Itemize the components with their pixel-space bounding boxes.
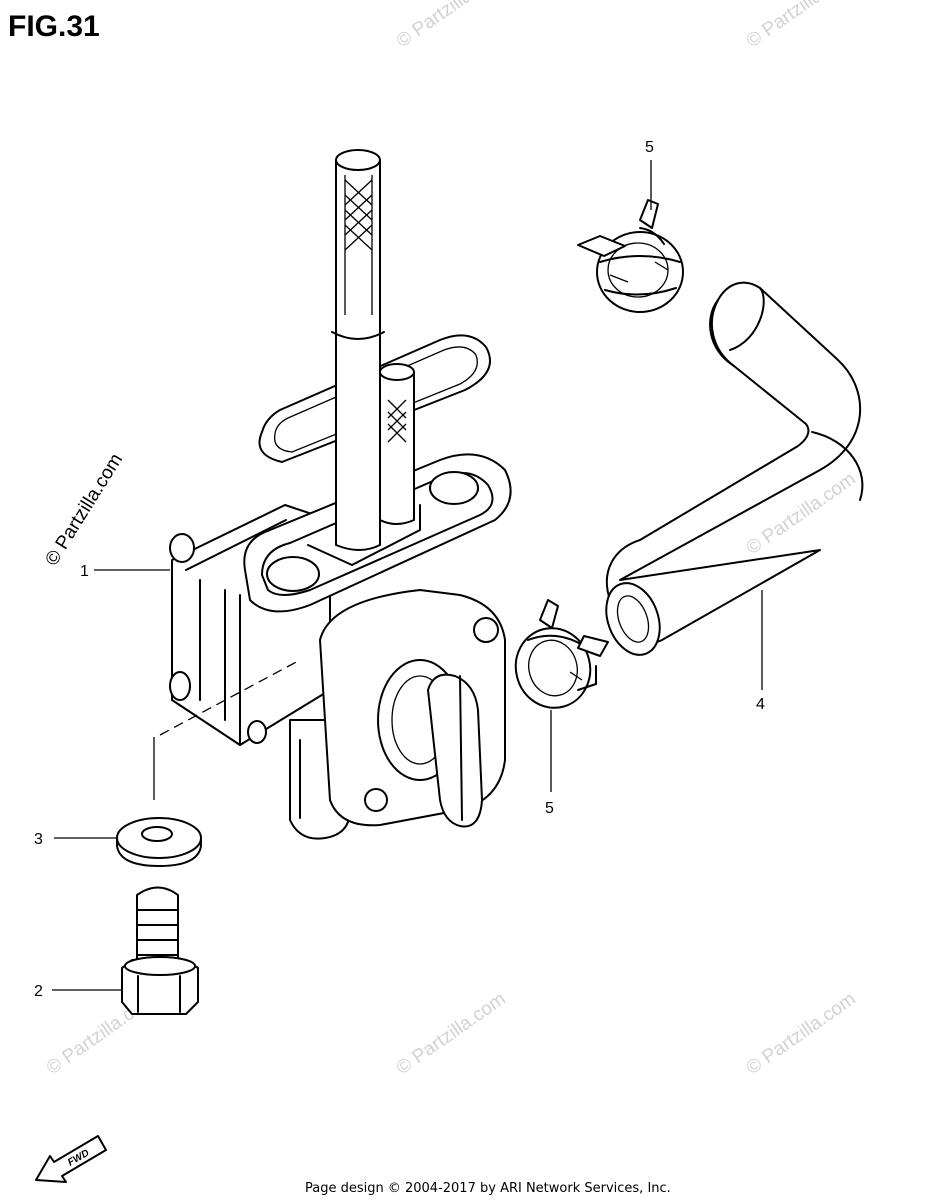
callout-part-1: 1 bbox=[80, 563, 89, 580]
watermark-faint: © Partzilla.com bbox=[743, 0, 860, 52]
clamp-bottom-illustration bbox=[514, 599, 609, 709]
watermark-faint: © Partzilla.com bbox=[743, 988, 860, 1079]
fwd-arrow-icon: FWD bbox=[35, 1135, 107, 1183]
watermark-main: © Partzilla.com bbox=[41, 450, 127, 570]
callout-part-5-top: 5 bbox=[645, 139, 654, 156]
figure-title: FIG.31 bbox=[8, 10, 100, 43]
clamp-top-illustration bbox=[577, 199, 684, 313]
callout-part-3: 3 bbox=[34, 831, 43, 848]
watermark-faint: © Partzilla.com bbox=[393, 0, 510, 52]
callout-part-4: 4 bbox=[756, 696, 765, 713]
leader-lines bbox=[52, 160, 763, 991]
fuel-hose-illustration bbox=[605, 281, 864, 656]
footer-copyright: Page design © 2004-2017 by ARI Network S… bbox=[305, 1181, 671, 1196]
watermark-faint: © Partzilla.com bbox=[393, 988, 510, 1079]
callout-part-2: 2 bbox=[34, 983, 43, 1000]
screw-illustration bbox=[121, 886, 199, 1015]
washer-illustration bbox=[116, 817, 202, 867]
fuel-cock-illustration bbox=[159, 149, 512, 840]
callout-part-5-bottom: 5 bbox=[545, 800, 554, 817]
